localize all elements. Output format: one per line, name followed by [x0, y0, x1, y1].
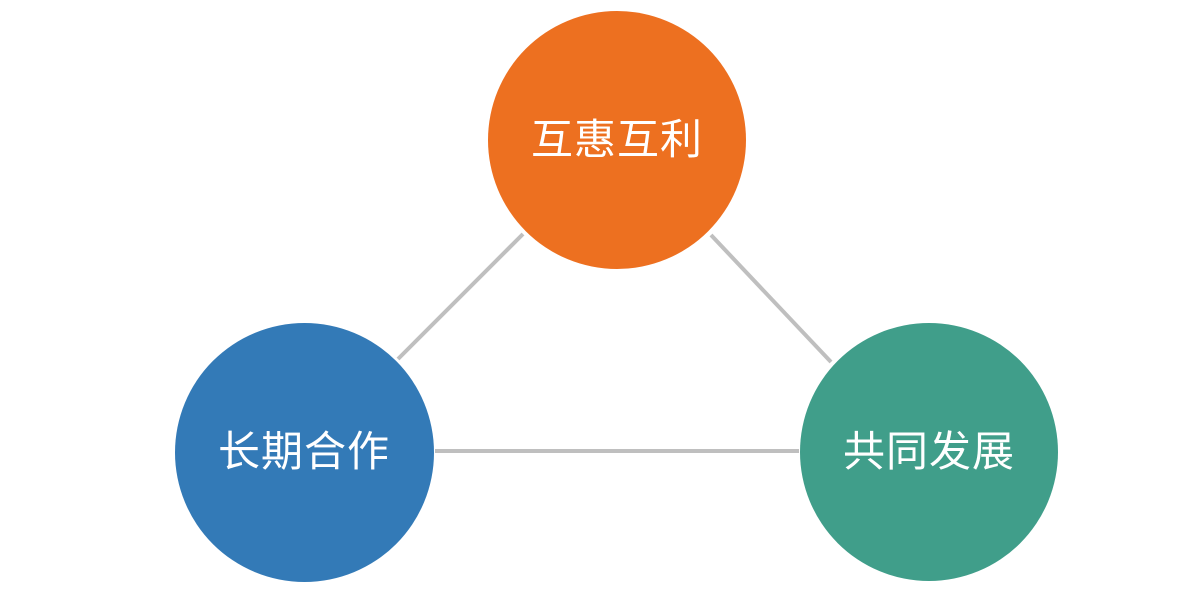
node-circle-left[interactable]: 长期合作 — [174, 322, 434, 582]
connector-top-right — [709, 233, 833, 364]
connector-left-top — [396, 232, 525, 361]
node-label-top: 互惠互利 — [530, 116, 703, 163]
node-circle-right[interactable]: 共同发展 — [800, 323, 1058, 581]
node-label-left: 长期合作 — [217, 428, 390, 475]
node-label-right: 共同发展 — [842, 428, 1015, 475]
node-circle-top[interactable]: 互惠互利 — [488, 11, 746, 269]
